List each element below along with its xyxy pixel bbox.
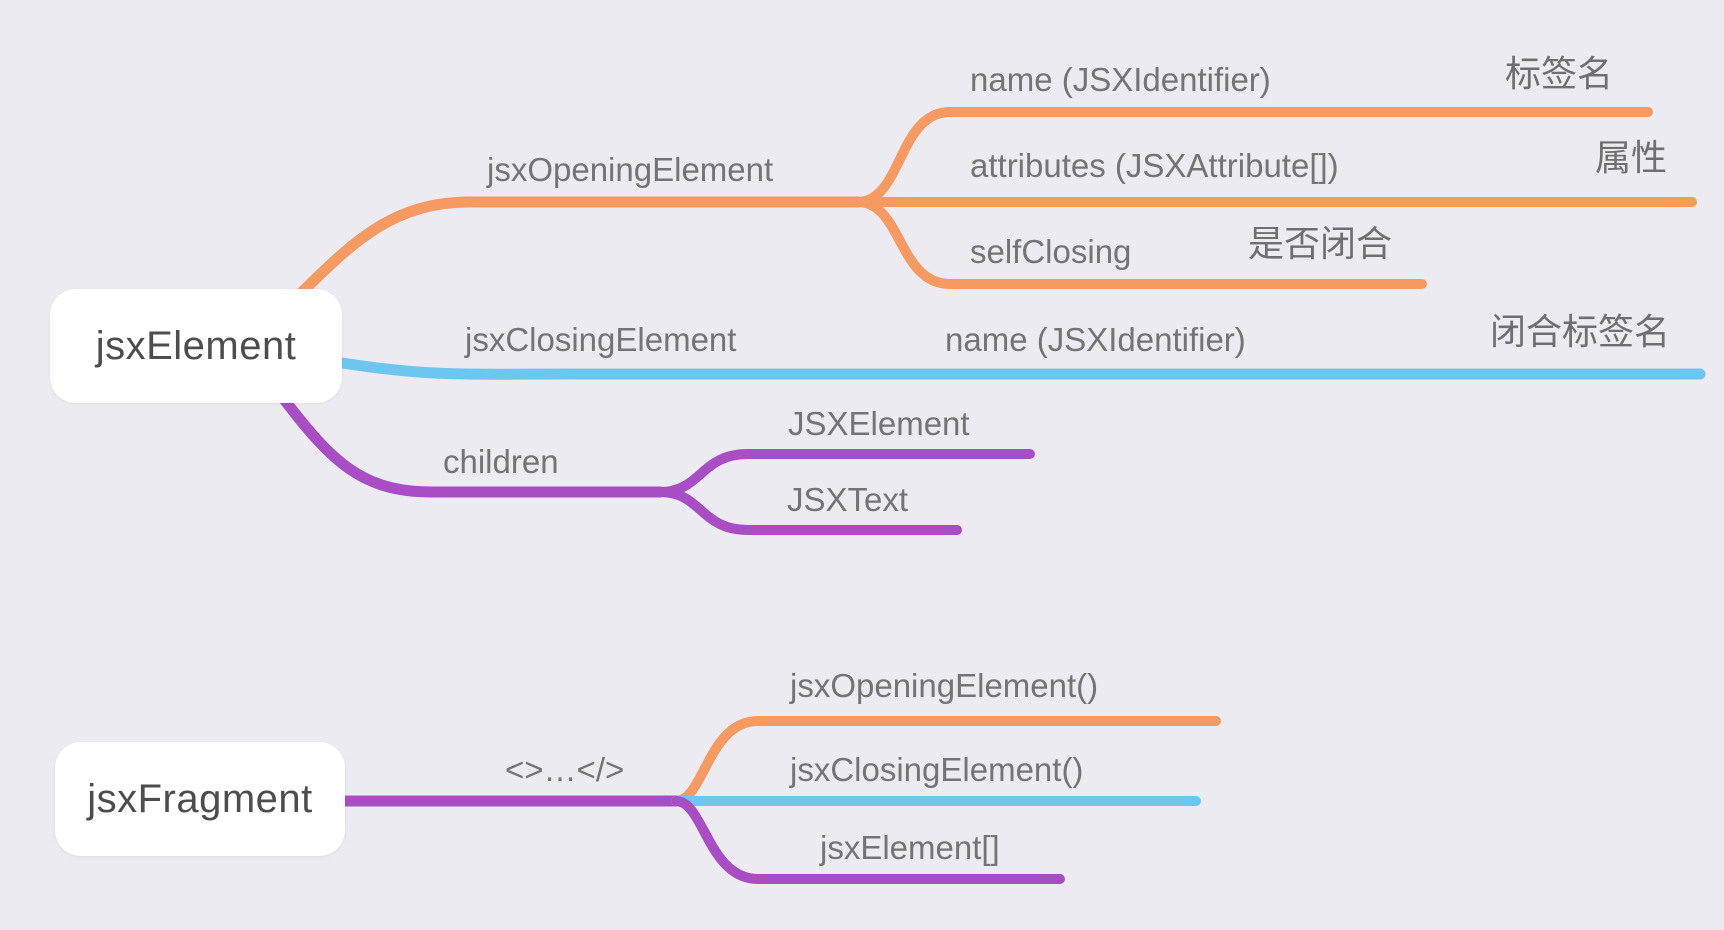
label-jsx-closing-element-call[interactable]: jsxClosingElement(): [790, 751, 1084, 788]
line-jsx-closing-element: [336, 357, 1706, 380]
label-fragment-syntax[interactable]: <>…</>: [505, 751, 625, 788]
label-jsx-opening-element-call[interactable]: jsxOpeningElement(): [790, 667, 1099, 704]
label-name-jsxidentifier-1[interactable]: name (JSXIdentifier): [970, 61, 1271, 98]
line-jsx-opening-element: [292, 196, 864, 302]
line-children: [277, 392, 666, 498]
label-children[interactable]: children: [443, 443, 559, 480]
label-selfclosing[interactable]: selfClosing: [970, 233, 1132, 270]
label-jsxtext-child[interactable]: JSXText: [787, 481, 909, 518]
label-jsxelement-child[interactable]: JSXElement: [788, 405, 970, 442]
node-jsxelement[interactable]: jsxElement: [50, 289, 342, 403]
node-jsxelement-label: jsxElement: [95, 323, 297, 368]
node-jsxfragment[interactable]: jsxFragment: [55, 742, 345, 856]
label-tag-name-cn[interactable]: 标签名: [1505, 53, 1614, 94]
label-attributes-jsxattribute[interactable]: attributes (JSXAttribute[]): [970, 147, 1339, 184]
line-selfclosing: [853, 197, 1427, 289]
label-jsx-closing-element[interactable]: jsxClosingElement: [465, 321, 737, 358]
node-jsxfragment-label: jsxFragment: [87, 776, 313, 821]
label-is-closed-cn[interactable]: 是否闭合: [1248, 223, 1393, 264]
label-name-jsxidentifier-2[interactable]: name (JSXIdentifier): [945, 321, 1246, 358]
label-attribute-cn[interactable]: 属性: [1595, 137, 1668, 178]
line-fragment-children: [671, 796, 1065, 884]
label-jsx-opening-element[interactable]: jsxOpeningElement: [487, 151, 774, 188]
label-closing-tag-name-cn[interactable]: 闭合标签名: [1490, 311, 1671, 352]
line-jsxtext-child: [655, 487, 962, 535]
label-jsxelement-array[interactable]: jsxElement[]: [820, 829, 1000, 866]
